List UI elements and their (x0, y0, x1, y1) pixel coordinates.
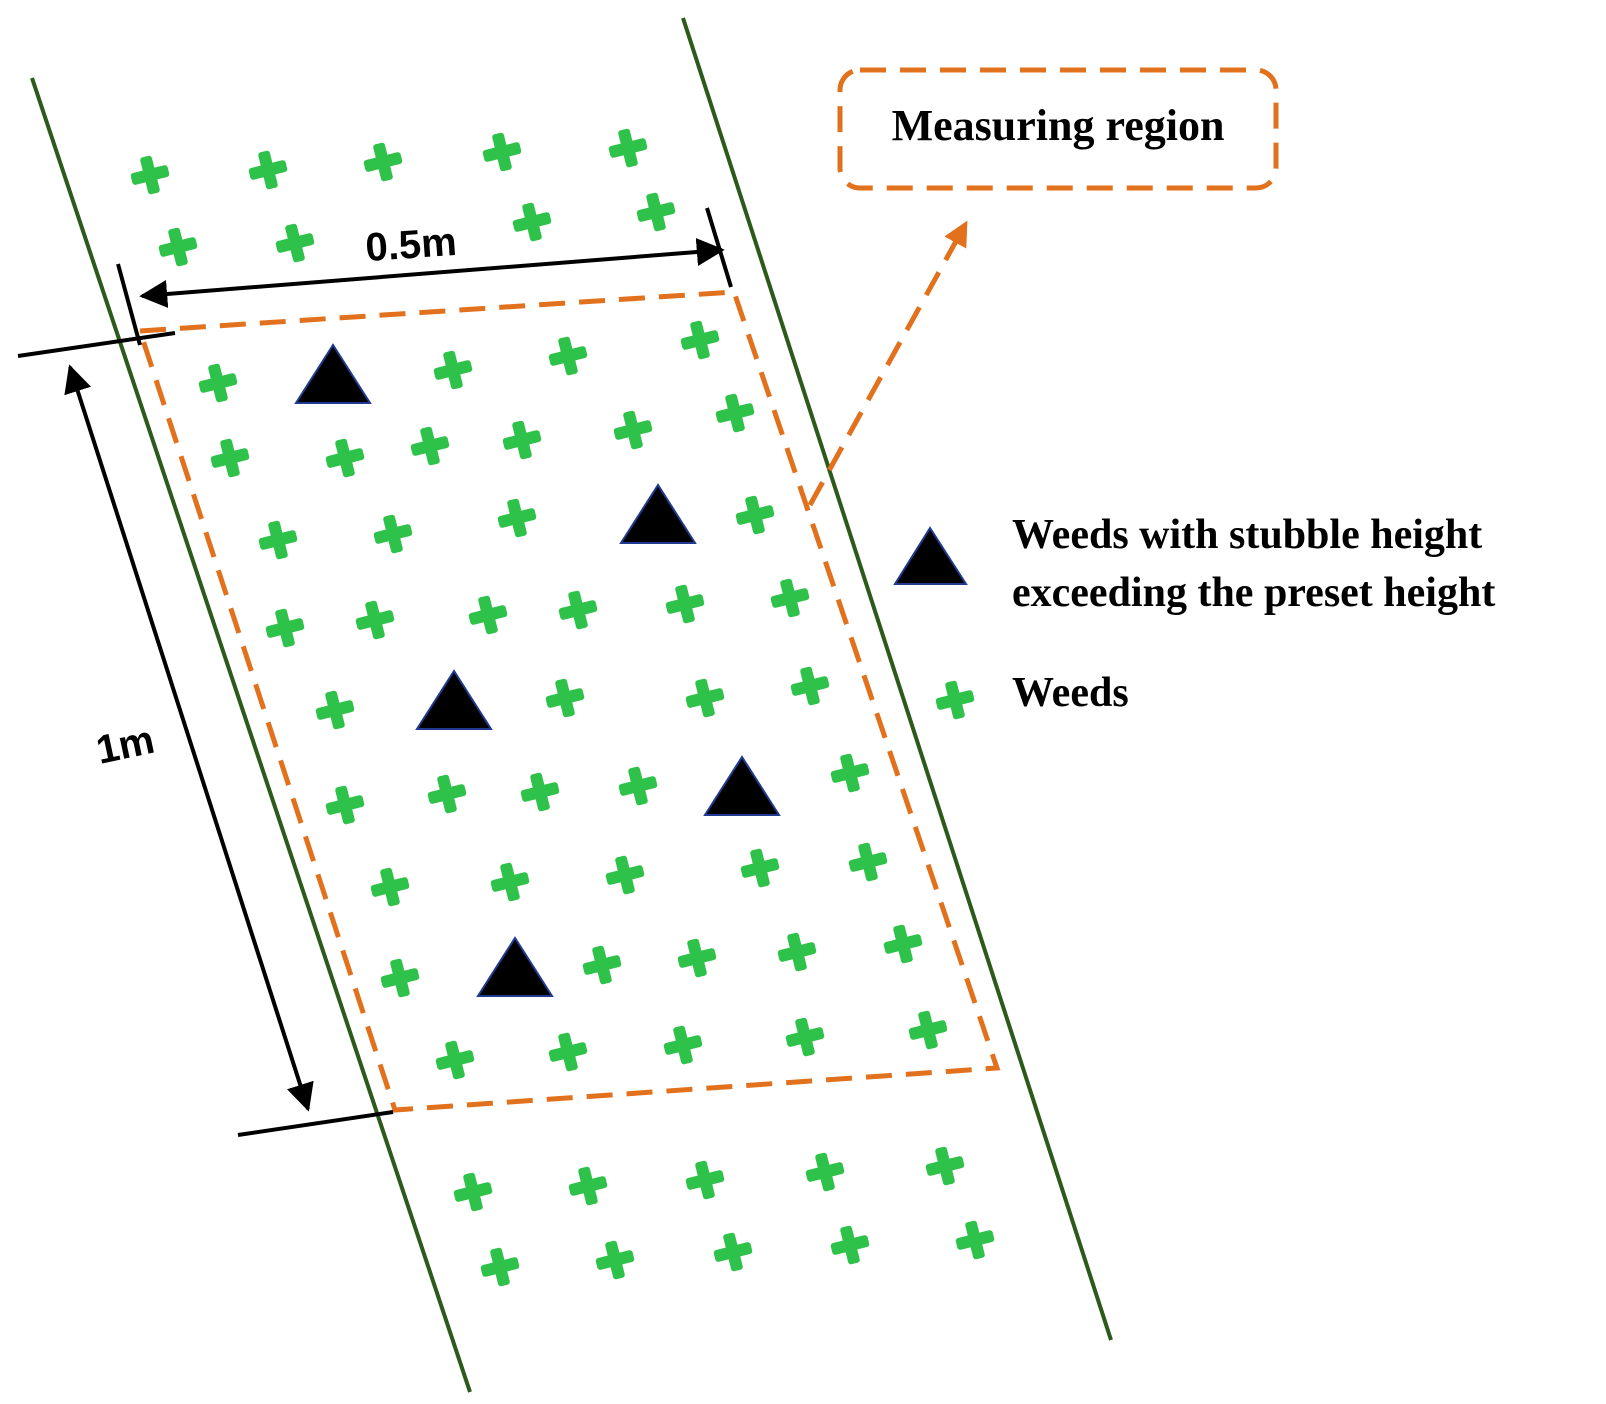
weed-cross-icon (545, 678, 585, 718)
legend-tall-weeds-line2: exceeding the preset height (1012, 570, 1495, 616)
weed-cross-icon (713, 1232, 753, 1272)
weed-cross-icon (955, 1220, 995, 1260)
weed-cross-icon (608, 128, 648, 168)
weed-cross-icon (770, 578, 810, 618)
weed-cross-icon (210, 438, 250, 478)
tall-weeds-group (294, 343, 781, 997)
tall-weed-triangle-icon (703, 755, 781, 816)
weed-cross-icon (435, 1040, 475, 1080)
weed-cross-icon (805, 1152, 845, 1192)
callout-box (837, 67, 1279, 191)
weed-cross-icon (497, 498, 537, 538)
weed-cross-icon (482, 132, 522, 172)
weed-cross-icon (363, 142, 403, 182)
length-dimension-label: 1m (92, 718, 158, 773)
width-tick-left (116, 263, 142, 346)
legend-tall-weeds-line1: Weeds with stubble height (1012, 512, 1482, 558)
legend: Weeds with stubble height exceeding the … (893, 512, 1495, 720)
weed-cross-icon (490, 862, 530, 902)
weed-cross-icon (680, 320, 720, 360)
weed-cross-icon (677, 938, 717, 978)
weed-cross-icon (735, 495, 775, 535)
legend-triangle-icon (893, 526, 968, 585)
weed-cross-icon (512, 202, 552, 242)
weed-cross-icon (663, 1025, 703, 1065)
weed-cross-icon (453, 1172, 493, 1212)
weed-cross-icon (198, 363, 238, 403)
length-tick-bottom (237, 1110, 394, 1137)
tall-weed-triangle-icon (619, 483, 697, 544)
weed-cross-icon (520, 772, 560, 812)
weed-cross-icon (595, 1240, 635, 1280)
weed-cross-icon (568, 1166, 608, 1206)
weed-cross-icon (480, 1247, 520, 1287)
weed-cross-icon (558, 590, 598, 630)
weed-cross-icon (613, 410, 653, 450)
legend-cross-icon (935, 680, 975, 720)
legend-weeds-label: Weeds (1012, 670, 1129, 716)
callout-arrow (807, 220, 968, 507)
weed-cross-icon (158, 227, 198, 267)
weed-cross-icon (380, 958, 420, 998)
callout-label: Measuring region (892, 101, 1225, 150)
width-dimension-label: 0.5m (364, 220, 458, 270)
weed-cross-icon (325, 785, 365, 825)
weed-cross-icon (636, 192, 676, 232)
weed-cross-icon (130, 155, 170, 195)
weed-cross-icon (370, 867, 410, 907)
weed-cross-icon (502, 420, 542, 460)
weed-cross-icon (883, 924, 923, 964)
width-dimension-arrow (139, 238, 725, 308)
weed-cross-icon (248, 150, 288, 190)
weed-cross-icon (355, 600, 395, 640)
weed-cross-icon (685, 678, 725, 718)
weed-cross-icon (715, 393, 755, 433)
length-tick-top (17, 331, 176, 358)
weed-cross-icon (427, 774, 467, 814)
weed-cross-icon (548, 1032, 588, 1072)
weed-cross-icon (777, 932, 817, 972)
weed-cross-icon (582, 945, 622, 985)
weed-cross-icon (790, 666, 830, 706)
weed-cross-icon (665, 584, 705, 624)
weed-cross-icon (265, 608, 305, 648)
weed-cross-icon (685, 1160, 725, 1200)
weed-cross-icon (785, 1017, 825, 1057)
weed-cross-icon (275, 223, 315, 263)
weed-cross-icon (468, 595, 508, 635)
weed-cross-icon (605, 855, 645, 895)
weed-cross-icon (925, 1146, 965, 1186)
length-dimension-arrow (64, 364, 314, 1112)
weed-cross-icon (908, 1010, 948, 1050)
weed-cross-icon (258, 520, 298, 560)
weed-cross-icon (618, 766, 658, 806)
weed-cross-icon (410, 426, 450, 466)
tall-weed-triangle-icon (476, 936, 554, 997)
right-row-line (681, 17, 1113, 1341)
width-tick-right (705, 207, 733, 288)
weed-cross-icon (548, 336, 588, 376)
weed-cross-icon (740, 848, 780, 888)
weed-cross-icon (848, 842, 888, 882)
tall-weed-triangle-icon (294, 343, 372, 404)
weed-cross-icon (830, 1225, 870, 1265)
tall-weed-triangle-icon (415, 669, 493, 730)
weed-cross-icon (315, 690, 355, 730)
weed-cross-icon (830, 753, 870, 793)
weed-cross-icon (325, 438, 365, 478)
weed-cross-icon (373, 514, 413, 554)
weeds-group (130, 128, 995, 1287)
weed-cross-icon (433, 350, 473, 390)
